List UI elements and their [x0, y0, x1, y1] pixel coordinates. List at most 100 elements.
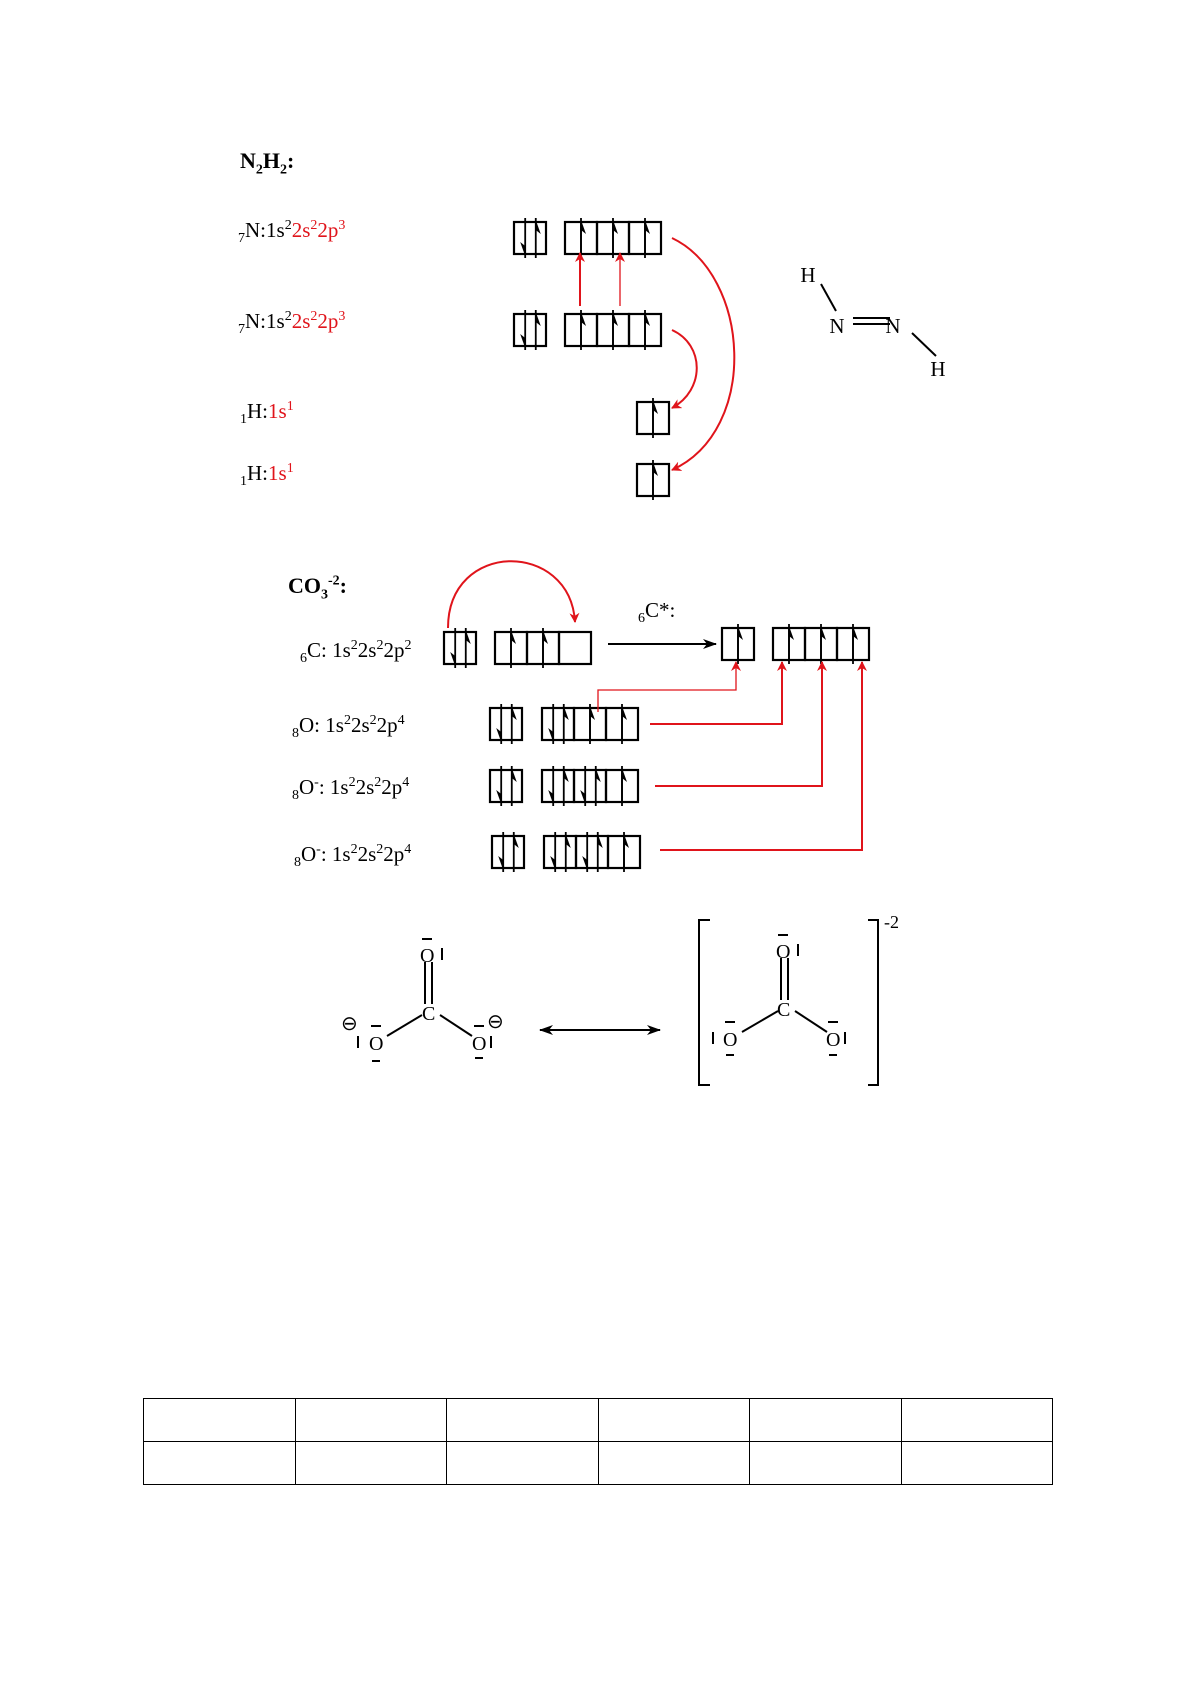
hydrogen-config-2: 1H:1s1	[240, 461, 294, 490]
spin-up-head	[581, 312, 586, 326]
table-cell	[446, 1398, 599, 1442]
element: N:	[245, 309, 266, 333]
arrow-o1-s	[597, 661, 741, 712]
p-orbital-box	[540, 706, 576, 742]
atomic-number: 1	[240, 474, 247, 490]
excited-carbon-label: 6C*:	[638, 598, 675, 627]
sup: 3	[338, 309, 346, 324]
spin-up-head	[590, 706, 595, 720]
resonance-left: O C O O ⊖ ⊖	[341, 938, 504, 1062]
spin-down-head	[520, 242, 526, 256]
p-orbital-box	[572, 768, 608, 804]
sup: 2	[350, 638, 358, 653]
cfg: 2p	[383, 638, 405, 662]
spin-up-head	[535, 220, 541, 234]
atomic-number: 6	[638, 611, 645, 627]
sup: 2	[404, 638, 412, 653]
spin-up-head	[622, 706, 627, 720]
nitrogen-config-1: 7N:1s22s22p3	[238, 218, 345, 247]
element: O	[301, 842, 317, 866]
core-shell: 1s	[266, 309, 285, 333]
table-cell	[143, 1441, 296, 1485]
cfg: : 1s	[320, 842, 351, 866]
arrow-o3-p	[660, 661, 867, 851]
charge: -	[316, 842, 321, 857]
spin-down-head	[580, 790, 586, 804]
spin-down-head	[548, 790, 554, 804]
sup: 1	[286, 399, 294, 414]
sup: 4	[404, 842, 412, 857]
valence-p: 2p	[317, 218, 339, 242]
empty-table	[143, 1398, 1053, 1485]
heading-sup: -2	[328, 573, 340, 589]
sup: 2	[350, 842, 358, 857]
s-orbital-box	[512, 220, 548, 256]
carbon-config: 6C: 1s22s22p2	[300, 638, 411, 667]
spin-up-head	[624, 834, 629, 848]
spin-down-head	[496, 728, 502, 742]
spin-up-head	[653, 400, 658, 414]
atomic-number: 6	[300, 651, 307, 667]
sup: 3	[338, 218, 346, 233]
table-row	[143, 1398, 1053, 1442]
valence-s: 2s	[291, 309, 311, 333]
cfg: 2p	[383, 842, 405, 866]
oxygen-config-2: 8O-: 1s22s22p4	[292, 775, 409, 804]
cfg: 2s	[350, 713, 370, 737]
cfg: 1s	[332, 638, 351, 662]
sup: 2	[343, 713, 351, 728]
charge: -	[314, 775, 319, 790]
s-orbital-box	[488, 768, 524, 804]
spin-up-head	[465, 630, 471, 644]
valence-s: 1s	[268, 399, 287, 423]
single-bond	[439, 1014, 473, 1037]
table-cell	[597, 1441, 750, 1485]
arrow-o2-p	[655, 661, 827, 787]
orbital-boxes	[442, 218, 871, 872]
s-orbital-box	[490, 834, 526, 870]
cfg: : 1s	[314, 713, 344, 737]
atom-n: N	[885, 314, 900, 338]
cfg: 2s	[355, 775, 375, 799]
table-cell	[446, 1441, 599, 1485]
bond-single	[820, 283, 837, 312]
spin-down-head	[498, 856, 504, 870]
element: H:	[247, 399, 268, 423]
heading-text: H	[262, 148, 281, 173]
spin-up-head	[789, 626, 794, 640]
spin-down-head	[520, 334, 526, 348]
spin-down-head	[550, 856, 556, 870]
table-cell	[294, 1441, 447, 1485]
spin-up-head	[738, 626, 743, 640]
spin-up-head	[597, 834, 603, 848]
core-shell: 1s	[266, 218, 285, 242]
co3-heading: CO3-2:	[288, 573, 347, 603]
sup: 2	[310, 309, 318, 324]
table-row	[143, 1441, 1053, 1485]
sup: 1	[286, 461, 294, 476]
cfg: 2s	[357, 842, 377, 866]
negative-charge-icon: ⊖	[341, 1013, 358, 1035]
table-cell	[900, 1398, 1053, 1442]
sup: 4	[402, 775, 410, 790]
spin-up-head	[653, 462, 658, 476]
sup: 2	[284, 309, 292, 324]
valence-s: 2s	[291, 218, 311, 242]
spin-up-head	[565, 834, 571, 848]
heading-sub: 2	[255, 162, 263, 178]
overall-charge: -2	[884, 912, 899, 932]
table-cell	[143, 1398, 296, 1442]
heading-sub: 2	[280, 162, 288, 178]
spin-up-head	[511, 706, 517, 720]
table-cell	[749, 1398, 902, 1442]
heading-text: :	[287, 148, 295, 173]
atomic-number: 8	[294, 855, 301, 871]
arrow-to-h2	[671, 237, 736, 471]
table-cell	[294, 1398, 447, 1442]
atomic-number: 1	[240, 412, 247, 428]
oxygen-right: O	[472, 1033, 486, 1055]
bond-single	[911, 332, 937, 357]
n2h2-heading: N2H2:	[240, 148, 294, 178]
carbon: C	[422, 1003, 435, 1025]
